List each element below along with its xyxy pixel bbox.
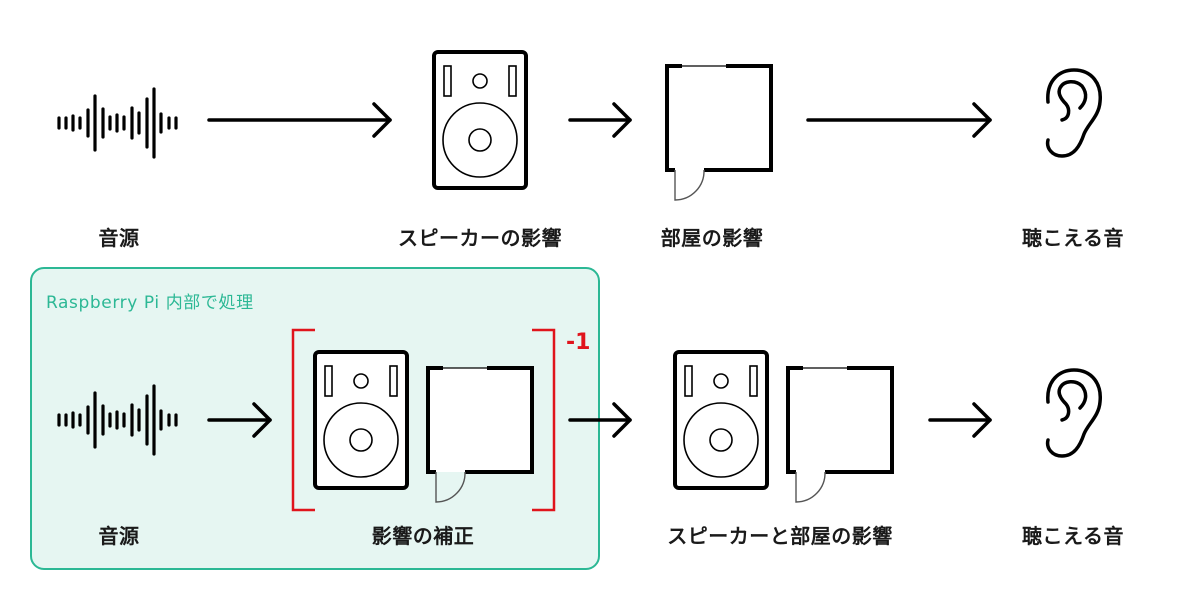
arrow-right-icon [806,102,992,138]
room-floorplan-icon [665,64,773,203]
source-label: 音源 [98,524,140,548]
correction-label: 影響の補正 [371,524,475,548]
speaker-icon [432,50,528,190]
arrow-right-icon [207,402,272,438]
waveform-icon [57,87,178,159]
ear-icon [1045,68,1103,158]
inverse-bracket-left [291,328,315,512]
arrow-right-icon [207,102,392,138]
speaker-icon [313,350,409,490]
arrow-right-icon [568,102,632,138]
source-label: 音源 [98,226,140,250]
heard-sound-label: 聴こえる音 [1022,524,1124,548]
arrow-right-icon [568,402,632,438]
waveform-icon [57,384,178,456]
heard-sound-label: 聴こえる音 [1022,226,1124,250]
speaker-effect-label: スピーカーの影響 [398,226,562,250]
room-effect-label: 部屋の影響 [660,226,764,250]
combined-effect-label: スピーカーと部屋の影響 [667,524,893,548]
arrow-right-icon [928,402,992,438]
speaker-icon [673,350,769,490]
room-floorplan-icon [426,366,534,504]
pi-box-title: Raspberry Pi 内部で処理 [46,293,254,313]
inverse-bracket-right [532,328,556,512]
ear-icon [1045,368,1103,458]
inverse-exponent: -1 [566,330,591,355]
room-floorplan-icon [786,366,894,504]
